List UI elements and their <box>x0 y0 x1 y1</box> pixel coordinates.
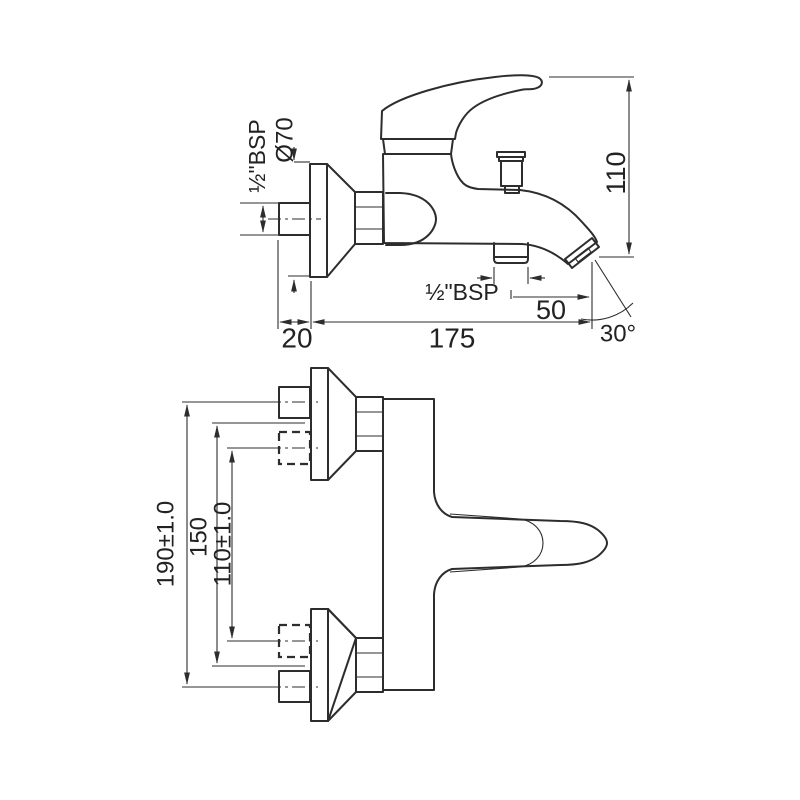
hand-shower-outlet <box>493 242 529 264</box>
dim-label-spout-angle: 30° <box>600 321 636 348</box>
wall-union-nut <box>354 191 384 245</box>
spout-aerator <box>564 237 600 269</box>
dim-label-150: 150 <box>186 517 213 557</box>
side-view: Ø70 ½"BSP 110 ½"BSP 50 20 175 30° <box>240 74 636 354</box>
dim-label-flange-diameter: Ø70 <box>272 117 299 162</box>
plan-lever-inner-contour <box>449 513 544 573</box>
plan-upper-flange-cone <box>327 367 357 481</box>
lever-handle-outline <box>380 74 543 140</box>
valve-dome <box>385 192 437 246</box>
plan-upper-flange-plate <box>310 367 329 481</box>
plan-upper-nut <box>355 396 384 452</box>
diverter-knob-base <box>504 185 520 194</box>
dim-label-20: 20 <box>281 323 312 354</box>
cartridge-neck <box>382 138 454 155</box>
plan-lower-nut <box>355 637 384 693</box>
dim-label-overall-190: 190±1.0 <box>153 501 180 588</box>
plan-view: 190±1.0 150 110±1.0 <box>153 367 608 722</box>
wall-flange-plate <box>309 163 328 278</box>
dim-label-height-110: 110 <box>601 151 631 194</box>
dim-label-50: 50 <box>536 295 566 325</box>
body-and-spout-outline <box>382 153 598 265</box>
dim-label-shower-thread: ½"BSP <box>425 279 498 305</box>
dim-label-wall-thread: ½"BSP <box>244 119 270 192</box>
dim-label-110-tol: 110±1.0 <box>210 502 237 587</box>
diverter-knob-body <box>500 160 523 187</box>
wall-flange-cone <box>326 163 356 278</box>
dim-label-175: 175 <box>429 323 476 354</box>
plan-lower-flange-cone <box>327 608 357 722</box>
plan-lower-flange-plate <box>310 608 329 722</box>
plan-body-and-lever <box>382 398 608 691</box>
spout-aerator-inner <box>574 247 592 263</box>
plan-lower-flange-cone2 <box>327 608 357 722</box>
